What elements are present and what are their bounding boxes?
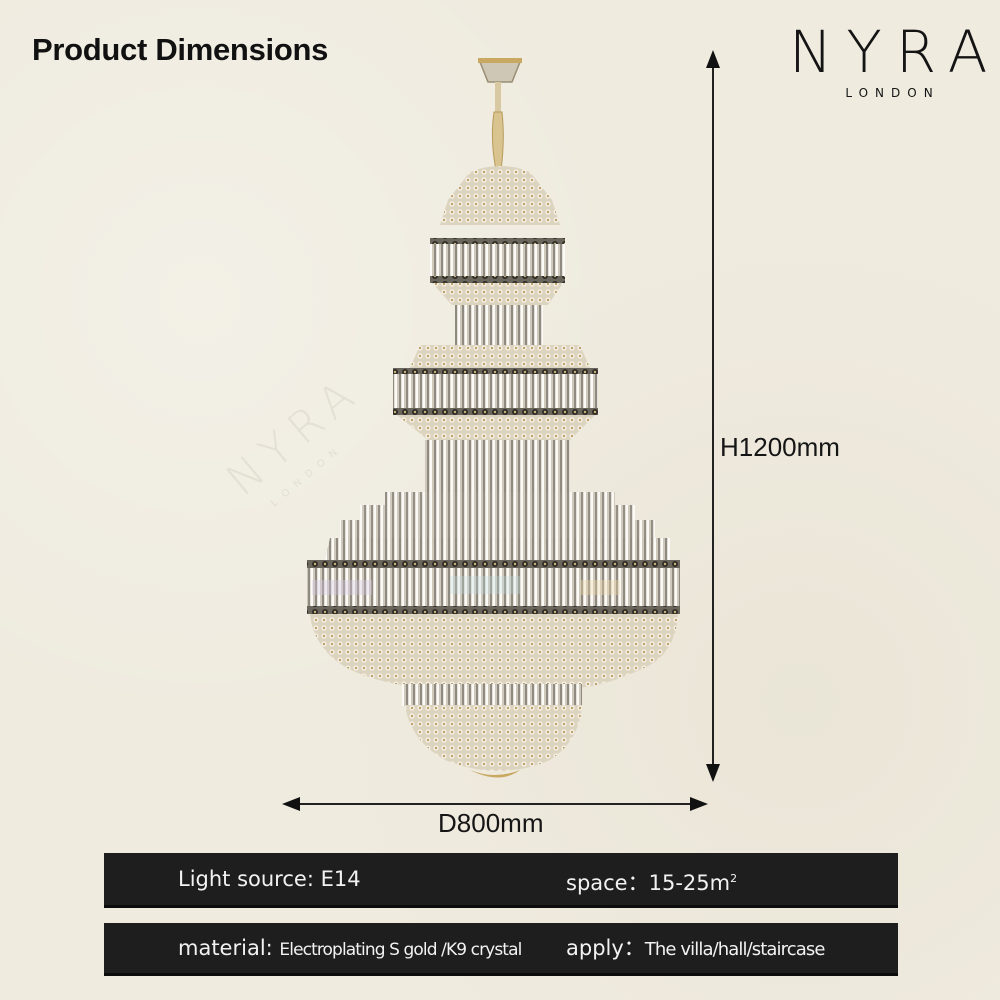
arrow-up-icon <box>706 50 720 68</box>
arrow-right-icon <box>690 797 708 811</box>
space-spec: space：15-25m2 <box>566 853 737 909</box>
spec-bar-1: Light source: E14 space：15-25m2 <box>104 853 898 908</box>
arrow-left-icon <box>282 797 300 811</box>
material-label: material: <box>178 936 280 960</box>
arrow-down-icon <box>706 764 720 782</box>
brand-subtitle: LONDON <box>845 86 940 100</box>
page-title: Product Dimensions <box>32 32 329 67</box>
material-spec: material: Electroplating S gold /K9 crys… <box>178 923 522 975</box>
space-unit-superscript: 2 <box>730 872 738 885</box>
light-source-value: E14 <box>320 867 361 891</box>
space-label: space： <box>566 871 649 895</box>
space-value: 15-25m <box>648 871 731 895</box>
material-value: Electroplating S gold /K9 crystal <box>279 940 522 960</box>
height-label: H1200mm <box>720 432 840 462</box>
diameter-dimension-line <box>290 803 696 805</box>
brand-name: NYRA <box>789 18 1000 86</box>
apply-value: The villa/hall/staircase <box>644 939 826 960</box>
height-dimension-line <box>712 60 714 780</box>
apply-spec: apply：The villa/hall/staircase <box>566 923 825 975</box>
apply-label: apply： <box>566 936 645 960</box>
brand-logo: NYRA LONDON <box>775 18 1000 100</box>
diameter-label: D800mm <box>438 808 544 838</box>
light-source-spec: Light source: E14 <box>178 853 361 905</box>
light-source-label: Light source: <box>178 867 321 891</box>
spec-bar-2: material: Electroplating S gold /K9 crys… <box>104 923 898 976</box>
